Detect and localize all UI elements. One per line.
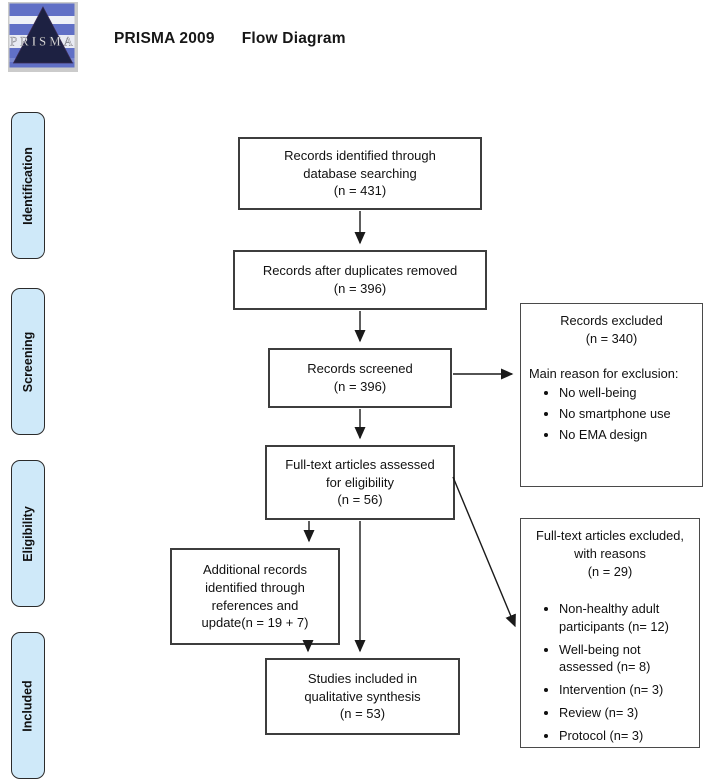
box-fulltext-assessed-text: Full-text articles assessed for eligibil… — [285, 456, 435, 508]
stage-screening: Screening — [11, 288, 45, 435]
exclusion-reason-item: No smartphone use — [559, 405, 698, 423]
stage-identification-label: Identification — [21, 146, 35, 225]
box-duplicates-removed: Records after duplicates removed (n = 39… — [233, 250, 487, 310]
records-excluded-title: Records excluded (n = 340) — [560, 313, 663, 346]
title-prisma-2009: PRISMA 2009 — [114, 30, 215, 47]
box-additional-records-text: Additional records identified through re… — [201, 561, 309, 631]
arrow-fulltext-to-fulltext-excluded — [452, 476, 516, 628]
exclusion-reason-item: No EMA design — [559, 426, 698, 444]
box-records-identified-text: Records identified through database sear… — [284, 147, 436, 199]
box-records-screened: Records screened (n = 396) — [268, 348, 452, 408]
prisma-logo-icon: PRISMA — [8, 2, 78, 72]
records-excluded-subtitle: Main reason for exclusion: — [529, 365, 679, 381]
stage-screening-label: Screening — [21, 331, 35, 392]
exclusion-reason-item: No well-being — [559, 384, 698, 402]
fulltext-excluded-title: Full-text articles excluded, with reason… — [536, 528, 684, 579]
stage-eligibility-label: Eligibility — [21, 505, 35, 562]
exclusion-reason-item: Well-being not assessed (n= 8) — [559, 641, 695, 677]
records-excluded-reasons-list: No well-being No smartphone use No EMA d… — [525, 384, 698, 444]
page-title: PRISMA 2009 Flow Diagram — [114, 30, 346, 48]
stage-identification: Identification — [11, 112, 45, 259]
box-fulltext-excluded: Full-text articles excluded, with reason… — [520, 518, 700, 748]
box-records-screened-text: Records screened (n = 396) — [307, 361, 413, 394]
fulltext-excluded-reasons-list: Non-healthy adult participants (n= 12) W… — [525, 600, 695, 745]
box-studies-included-text: Studies included in qualitative synthesi… — [304, 670, 421, 722]
box-duplicates-removed-text: Records after duplicates removed (n = 39… — [262, 263, 458, 296]
box-additional-records: Additional records identified through re… — [170, 548, 340, 645]
stage-included-label: Included — [21, 679, 35, 732]
exclusion-reason-item: Intervention (n= 3) — [559, 681, 695, 699]
exclusion-reason-item: Protocol (n= 3) — [559, 727, 695, 745]
box-studies-included: Studies included in qualitative synthesi… — [265, 658, 460, 735]
exclusion-reason-item: Non-healthy adult participants (n= 12) — [559, 600, 695, 636]
stage-eligibility: Eligibility — [11, 460, 45, 607]
exclusion-reason-item: Review (n= 3) — [559, 704, 695, 722]
box-fulltext-assessed: Full-text articles assessed for eligibil… — [265, 445, 455, 520]
title-flow-diagram: Flow Diagram — [241, 30, 346, 47]
prisma-logo-text: PRISMA — [10, 35, 76, 49]
box-records-identified: Records identified through database sear… — [238, 137, 482, 210]
stage-included: Included — [11, 632, 45, 779]
box-records-excluded: Records excluded (n = 340) Main reason f… — [520, 303, 703, 487]
